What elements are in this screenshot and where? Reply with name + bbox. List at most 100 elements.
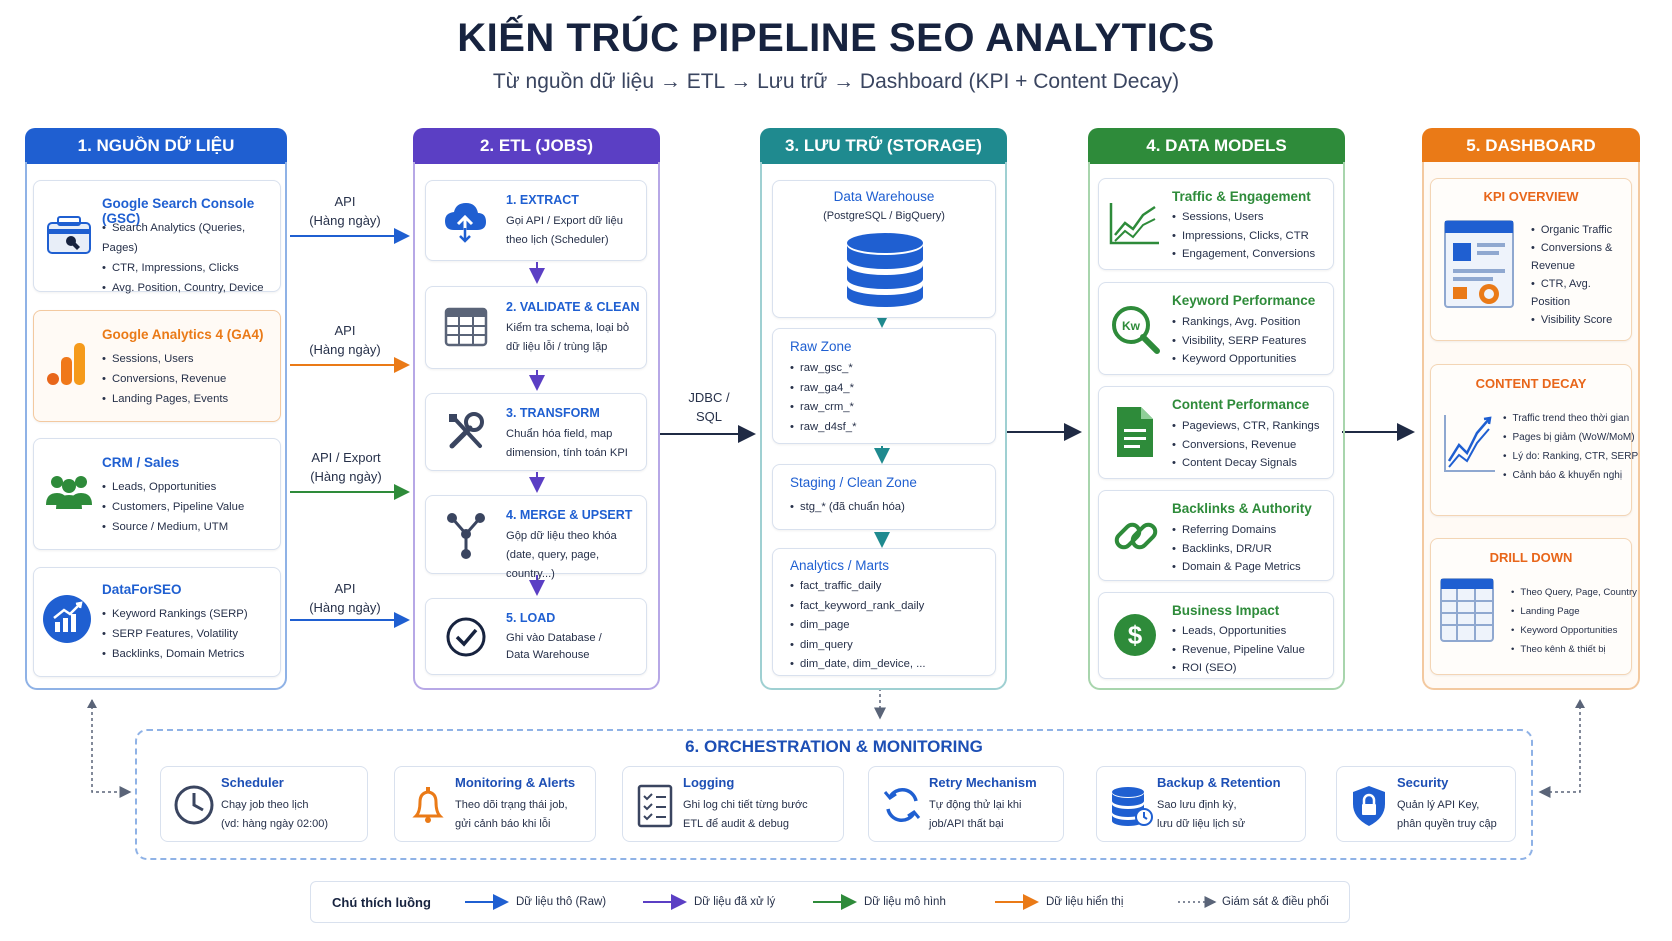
tools-icon [449, 412, 484, 449]
source-item: Keyword Rankings (SERP) [102, 604, 248, 624]
orch-line: lưu dữ liệu lịch sử [1157, 818, 1246, 830]
etl-header: 2. ETL (JOBS) [413, 128, 660, 164]
arrow-label-line: API [334, 194, 356, 209]
models-header: 4. DATA MODELS [1088, 128, 1345, 164]
model-item: Visibility, SERP Features [1172, 332, 1306, 351]
etl-step-title: 3. TRANSFORM [506, 406, 600, 420]
keyword-magnifier-icon: Kw [1112, 306, 1160, 354]
arrow-label-line: SQL [695, 409, 722, 424]
model-title: Keyword Performance [1172, 293, 1316, 308]
source-item: Avg. Position, Country, Device [102, 278, 280, 298]
dashboard-content-decay: CONTENT DECAY Traffic trend theo thời gi… [1430, 364, 1638, 516]
source-item: Landing Pages, Events [102, 389, 228, 409]
storage-warehouse: Data Warehouse (PostgreSQL / BigQuery) [772, 180, 996, 318]
sources-header: 1. NGUỒN DỮ LIỆU [25, 128, 287, 164]
arrow-label-dfs: API(Hàng ngày) [300, 579, 390, 617]
source-item: SERP Features, Volatility [102, 624, 248, 644]
cloud-upload-icon [445, 203, 486, 243]
orch-title: Scheduler [221, 775, 284, 790]
model-item: Pageviews, CTR, Rankings [1172, 417, 1320, 436]
legend-item-raw: Dữ liệu thô (Raw) [516, 896, 607, 908]
etl-step-line: Gọi API / Export dữ liệu [506, 215, 623, 227]
legend-item-monitoring: Giám sát & điều phối [1222, 896, 1329, 908]
people-icon [46, 476, 92, 509]
model-item: Engagement, Conversions [1172, 245, 1315, 264]
orch-line: Tự động thử lại khi [929, 799, 1022, 811]
arrow-label-line: JDBC / [688, 390, 730, 405]
etl-step-title: 1. EXTRACT [506, 193, 579, 207]
chart-circle-icon [43, 595, 91, 643]
arrow-label-gsc: API (Hàng ngày) [300, 192, 390, 230]
model-item: Backlinks, DR/UR [1172, 540, 1301, 559]
arrow-label-line: (Hàng ngày) [309, 213, 381, 228]
grid-table-icon [444, 307, 488, 347]
diagram-title: KIẾN TRÚC PIPELINE SEO ANALYTICS [457, 16, 1215, 60]
etl-step-line: (date, query, page, country...) [506, 549, 600, 580]
etl-step-title: 4. MERGE & UPSERT [506, 508, 633, 522]
source-title: DataForSEO [102, 582, 182, 597]
arrow-label-line: (Hàng ngày) [309, 342, 381, 357]
orch-scheduler: Scheduler Chạy job theo lịch(vd: hàng ng… [160, 766, 368, 842]
zone-item: dim_query [790, 636, 926, 656]
dashboard-item: Landing Page [1511, 602, 1631, 621]
model-traffic: Traffic & Engagement Sessions, Users Imp… [1098, 178, 1334, 270]
dashboard-kpi-overview: KPI OVERVIEW Organic Traffic Conversions… [1430, 178, 1632, 341]
zone-item: raw_gsc_* [790, 359, 857, 379]
zone-item: dim_page [790, 616, 926, 636]
etl-step-line: theo lịch (Scheduler) [506, 234, 609, 246]
zone-item: raw_ga4_* [790, 379, 857, 399]
zone-title: Staging / Clean Zone [790, 475, 917, 490]
orch-line: Sao lưu định kỳ, [1157, 799, 1237, 811]
dashboard-drill-down: DRILL DOWN Theo Query, Page, Country Lan… [1430, 538, 1637, 675]
model-item: Keyword Opportunities [1172, 350, 1306, 369]
arrow-label-line: API [334, 323, 356, 338]
orch-line: phân quyền truy cập [1397, 818, 1497, 830]
orch-line: Quản lý API Key, [1397, 799, 1480, 811]
source-title: Google Analytics 4 (GA4) [102, 327, 264, 342]
legend-title: Chú thích luồng [332, 895, 431, 910]
source-card-dataforseo: DataForSEO Keyword Rankings (SERP) SERP … [33, 567, 281, 677]
storage-staging-zone: Staging / Clean Zone stg_* (đã chuẩn hóa… [772, 464, 996, 530]
storage-raw-zone: Raw Zone raw_gsc_* raw_ga4_* raw_crm_* r… [772, 328, 996, 444]
etl-step-merge: 4. MERGE & UPSERT Gộp dữ liệu theo khóa … [425, 495, 647, 580]
etl-step-transform: 3. TRANSFORM Chuẩn hóa field, map dimens… [425, 393, 647, 471]
model-title: Business Impact [1172, 603, 1280, 618]
etl-step-title: 5. LOAD [506, 611, 556, 625]
shield-lock-icon [1353, 786, 1385, 826]
model-content: Content Performance Pageviews, CTR, Rank… [1098, 386, 1334, 479]
source-item: Search Analytics (Queries, Pages) [102, 218, 280, 258]
model-item: Revenue, Pipeline Value [1172, 641, 1305, 660]
etl-step-title: 2. VALIDATE & CLEAN [506, 300, 640, 314]
arrow-label-ga4: API (Hàng ngày) [300, 321, 390, 359]
model-item: Domain & Page Metrics [1172, 558, 1301, 577]
orchestration-panel [135, 729, 1533, 860]
model-title: Traffic & Engagement [1172, 189, 1311, 204]
model-item: Impressions, Clicks, CTR [1172, 227, 1315, 246]
orch-security: Security Quản lý API Key,phân quyền truy… [1336, 766, 1516, 842]
model-item: Sessions, Users [1172, 208, 1315, 227]
zone-item: stg_* (đã chuẩn hóa) [790, 497, 905, 517]
diagram-subtitle: Từ nguồn dữ liệu → ETL → Lưu trữ → Dashb… [492, 70, 1180, 93]
zone-item: fact_keyword_rank_daily [790, 597, 926, 617]
legend-box [310, 881, 1350, 923]
warehouse-title: Data Warehouse [833, 189, 935, 204]
source-item: Customers, Pipeline Value [102, 497, 244, 517]
arrow-label-jdbc: JDBC / SQL [672, 388, 746, 426]
dashboard-card-title: DRILL DOWN [1489, 550, 1573, 565]
orch-title: Retry Mechanism [929, 775, 1037, 790]
model-title: Content Performance [1172, 397, 1310, 412]
arrow-label-line: API / Export [311, 450, 381, 465]
source-card-ga4: Google Analytics 4 (GA4) Sessions, Users… [33, 310, 281, 422]
orchestration-title: 6. ORCHESTRATION & MONITORING [685, 737, 983, 756]
dashboard-item: Keyword Opportunities [1511, 621, 1631, 640]
arrow-label-line: (Hàng ngày) [310, 469, 382, 484]
legend-item-processed: Dữ liệu đã xử lý [694, 896, 776, 908]
arrow-label-line: API [334, 581, 356, 596]
document-icon [1117, 407, 1153, 457]
orch-line: gửi cảnh báo khi lỗi [455, 818, 551, 830]
bell-icon [412, 787, 444, 823]
dollar-icon-text: $ [1128, 620, 1143, 650]
source-item: Conversions, Revenue [102, 369, 228, 389]
zone-item: fact_traffic_daily [790, 577, 926, 597]
